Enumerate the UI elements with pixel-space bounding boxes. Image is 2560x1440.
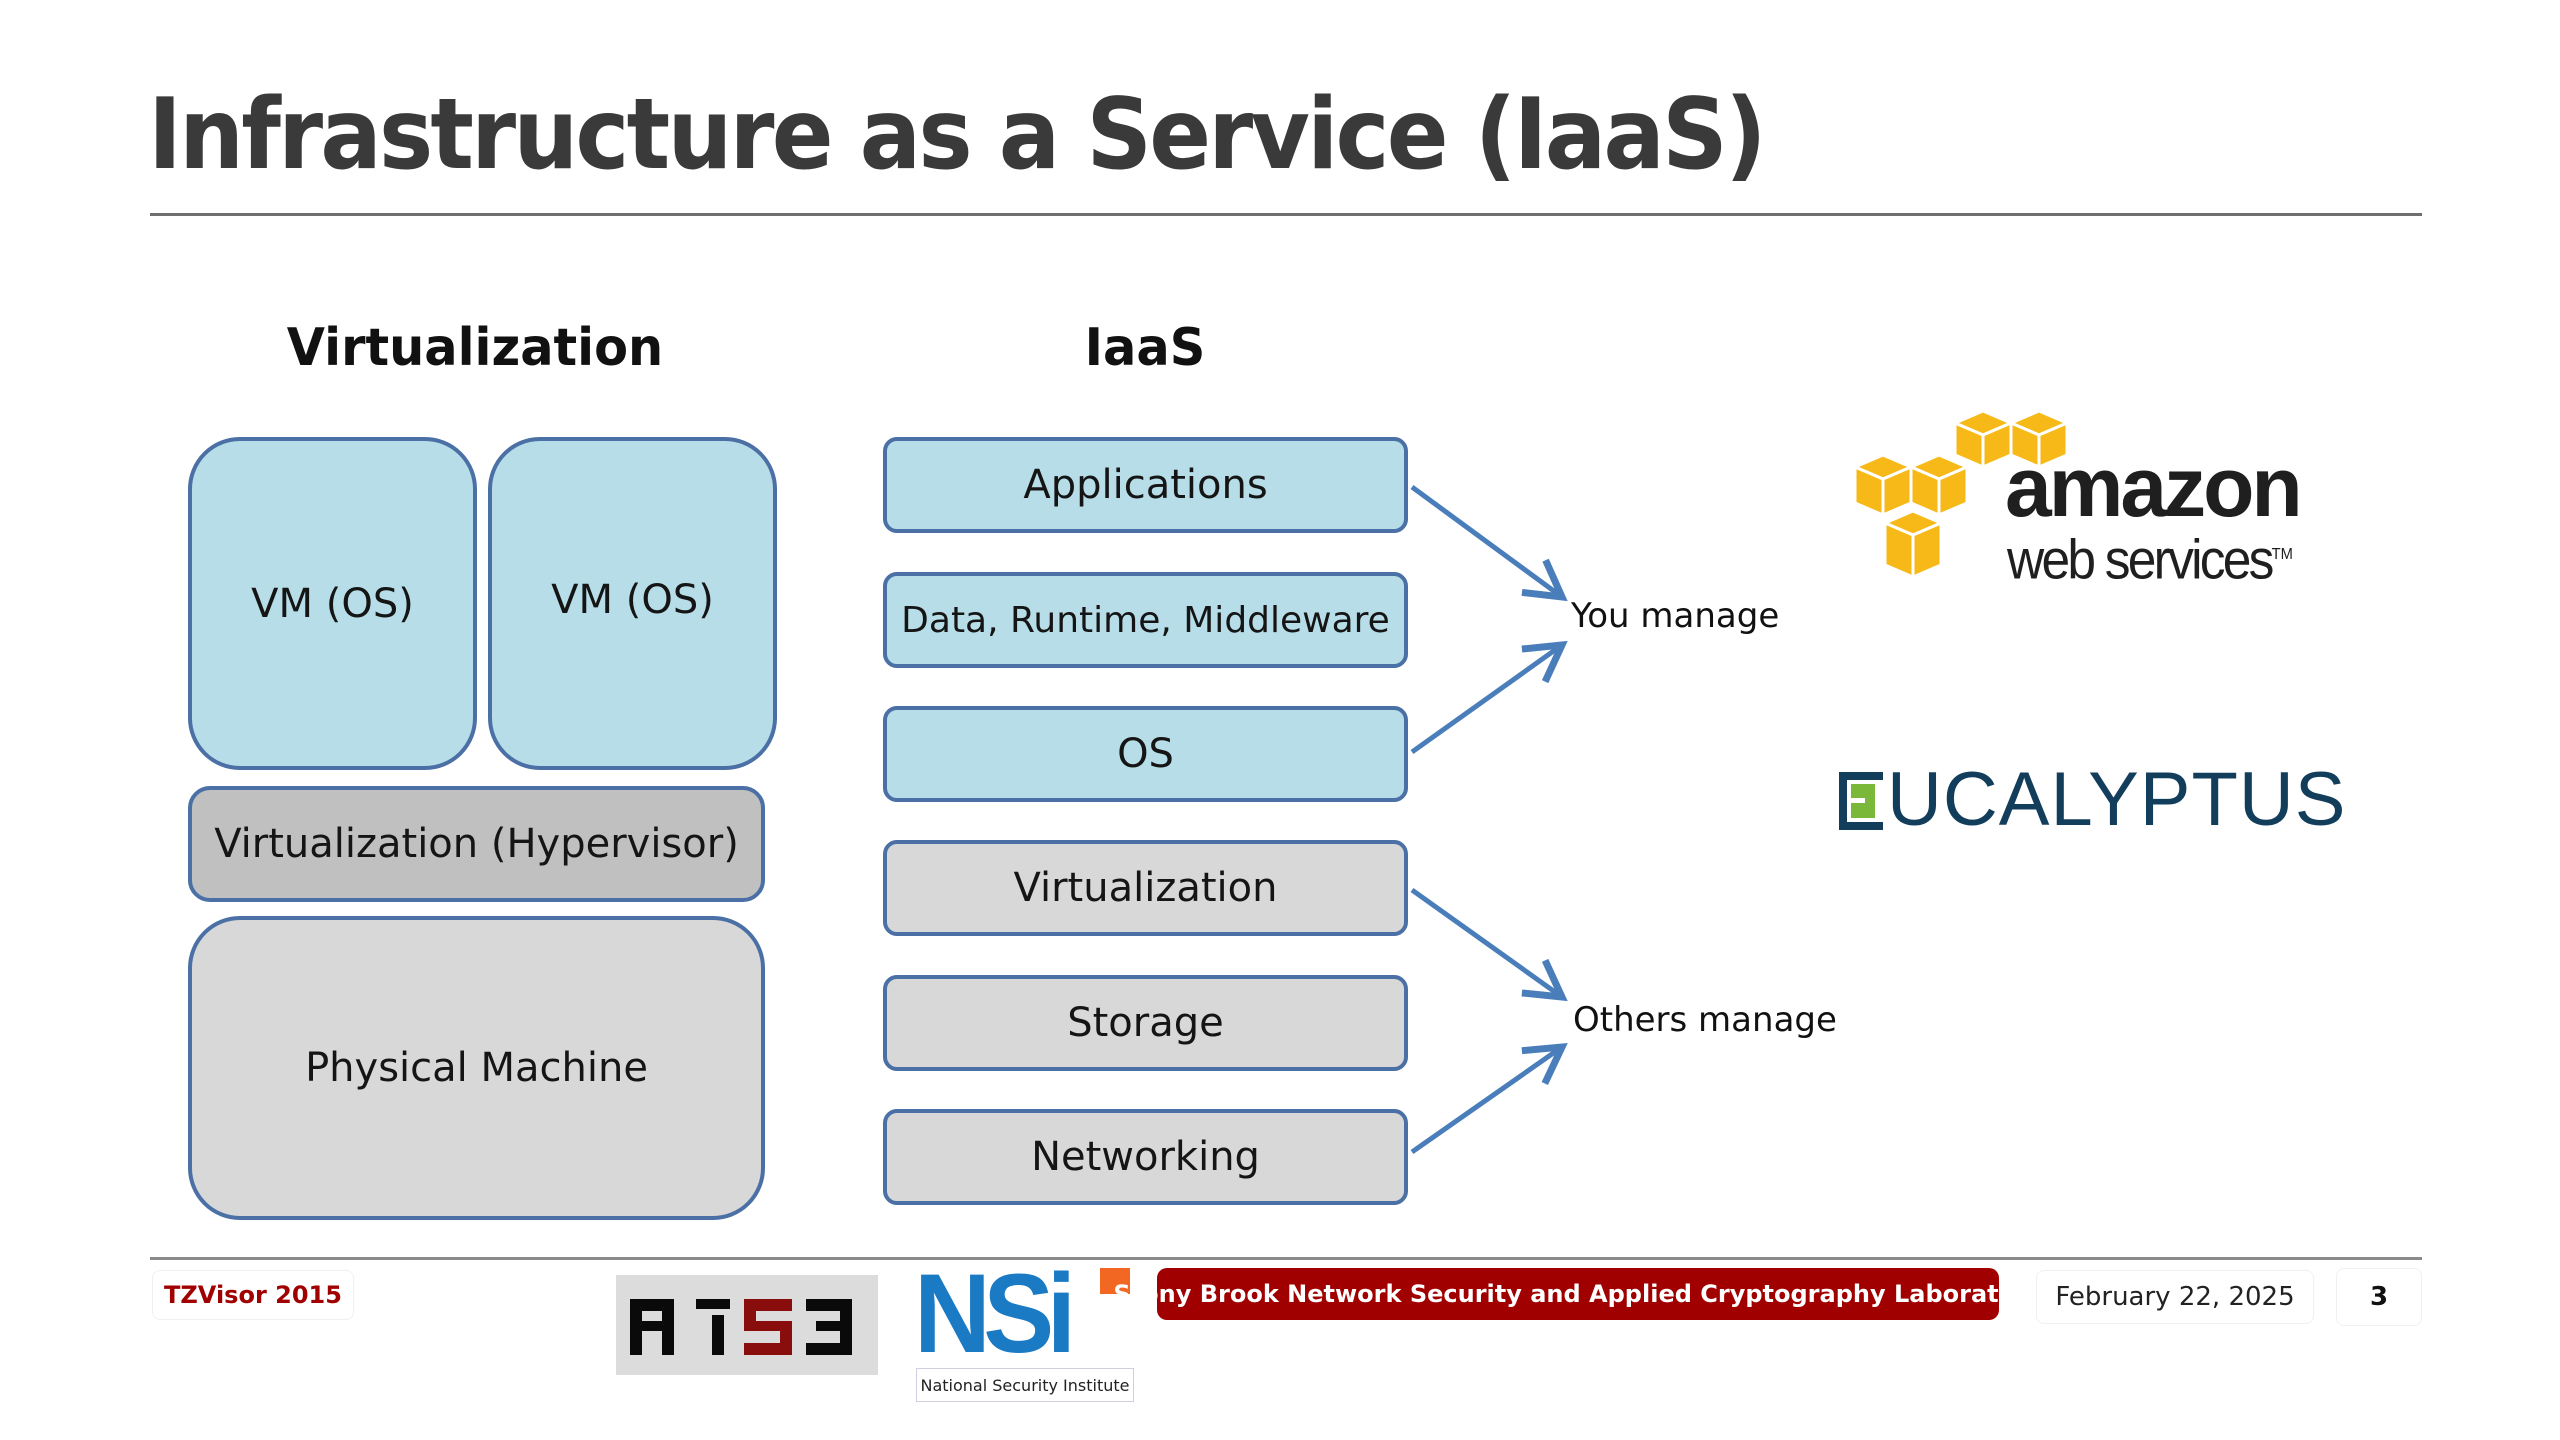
- hypervisor-box: Virtualization (Hypervisor): [188, 786, 765, 902]
- iaas-layer-label: Virtualization: [1013, 865, 1278, 911]
- nsi-caption: National Security Institute: [916, 1368, 1134, 1402]
- vm-left-label: VM (OS): [251, 580, 414, 627]
- iaas-layer-networking: Networking: [883, 1109, 1408, 1205]
- hypervisor-label: Virtualization (Hypervisor): [214, 821, 739, 867]
- iaas-layer-label: Storage: [1067, 1000, 1224, 1046]
- iaas-layer-label: Applications: [1023, 462, 1268, 508]
- nsi-wordmark: NSi: [914, 1251, 1076, 1376]
- footer-date: February 22, 2025: [2036, 1270, 2314, 1324]
- iaas-layer-label: Networking: [1031, 1134, 1260, 1180]
- others-manage-label: Others manage: [1573, 1000, 1837, 1040]
- footer-lab-banner: Stony Brook Network Security and Applied…: [1113, 1268, 2043, 1320]
- arrow-networking-to-others-manage: [1410, 1042, 1568, 1155]
- iaas-layer-os: OS: [883, 706, 1408, 802]
- footer-divider: [150, 1257, 2422, 1260]
- nsi-orange-dot-icon: [1100, 1268, 1130, 1294]
- rise-logo-icon: [630, 1299, 852, 1355]
- aws-cubes-icon: [1855, 409, 2071, 580]
- iaas-heading: IaaS: [1084, 318, 1206, 378]
- eucalyptus-e-icon: [1839, 772, 1883, 830]
- arrow-virtualization-to-others-manage: [1410, 887, 1568, 1002]
- aws-trademark: TM: [2271, 546, 2293, 563]
- footer-lab-label: Stony Brook Network Security and Applied…: [1113, 1280, 2043, 1308]
- footer-event-tag: TZVisor 2015: [152, 1270, 354, 1320]
- title-divider: [150, 213, 2422, 216]
- footer-date-label: February 22, 2025: [2055, 1282, 2295, 1312]
- you-manage-label: You manage: [1571, 596, 1780, 636]
- aws-wordmark-amazon: amazon: [2005, 440, 2303, 534]
- vm-box-right: VM (OS): [488, 437, 777, 770]
- iaas-layer-data-runtime-middleware: Data, Runtime, Middleware: [883, 572, 1408, 668]
- iaas-layer-applications: Applications: [883, 437, 1408, 533]
- eucalyptus-logo: UCALYPTUS: [1835, 762, 2435, 838]
- aws-wordmark-webservices: web servicesTM: [2007, 527, 2293, 588]
- rise-logo: [616, 1275, 878, 1375]
- aws-logo: amazon web servicesTM: [1855, 405, 2375, 590]
- iaas-layer-storage: Storage: [883, 975, 1408, 1071]
- iaas-layer-virtualization: Virtualization: [883, 840, 1408, 936]
- aws-webservices-text: web services: [2007, 527, 2274, 591]
- arrow-os-to-you-manage: [1410, 640, 1568, 755]
- physical-machine-label: Physical Machine: [305, 1045, 648, 1091]
- page-number-label: 3: [2369, 1282, 2389, 1312]
- arrow-applications-to-you-manage: [1410, 484, 1568, 602]
- slide-title: Infrastructure as a Service (IaaS): [148, 78, 1767, 192]
- footer-page-number: 3: [2336, 1268, 2422, 1326]
- iaas-layer-label: Data, Runtime, Middleware: [901, 599, 1390, 641]
- iaas-layer-label: OS: [1117, 731, 1174, 777]
- nsi-logo: NSi National Security Institute: [914, 1258, 1136, 1404]
- vm-box-left: VM (OS): [188, 437, 477, 770]
- virtualization-heading: Virtualization: [286, 318, 664, 378]
- vm-right-label: VM (OS): [551, 576, 714, 623]
- footer-event-label: TZVisor 2015: [164, 1281, 342, 1309]
- eucalyptus-wordmark: UCALYPTUS: [1887, 757, 2347, 842]
- physical-machine-box: Physical Machine: [188, 916, 765, 1220]
